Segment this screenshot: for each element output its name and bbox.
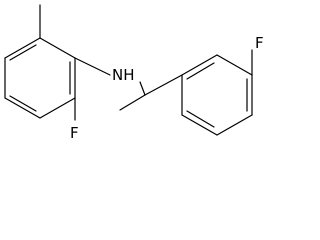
- double-bond-inner: [186, 110, 215, 128]
- bond: [181, 54, 218, 76]
- right-benzene-ring: [181, 54, 253, 136]
- bond: [216, 54, 253, 76]
- bond: [39, 97, 76, 119]
- bond: [216, 114, 253, 136]
- ch-aryl-bond: [144, 74, 183, 96]
- fluorine-label-left: F: [70, 124, 79, 142]
- ethyl-methyl-bond: [119, 94, 146, 111]
- c-n-bond: [74, 57, 111, 76]
- n-ch-bond: [139, 81, 146, 96]
- double-bond-inner: [9, 44, 37, 61]
- bond: [39, 37, 76, 59]
- bond: [181, 114, 218, 136]
- fluorine-label-right: F: [255, 34, 264, 52]
- chemical-structure: NH F F: [4, 4, 264, 142]
- double-bond-inner: [186, 62, 215, 80]
- left-benzene-ring: [4, 37, 76, 119]
- double-bond-inner: [9, 95, 37, 112]
- nh-label: NH: [112, 66, 135, 84]
- bond: [4, 37, 41, 59]
- bond: [4, 97, 41, 119]
